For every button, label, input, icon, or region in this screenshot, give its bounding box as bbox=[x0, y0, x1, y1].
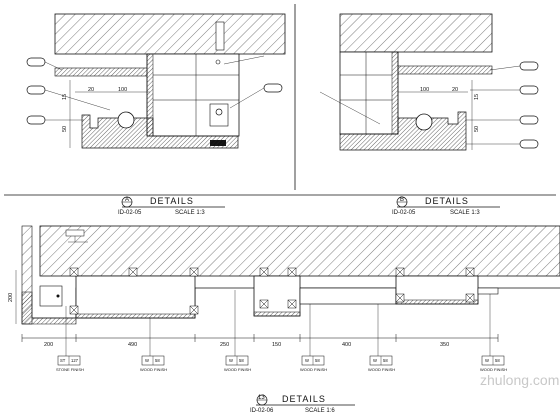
detail-b-dim-4: 50 bbox=[474, 126, 480, 132]
detail-a-dim-4: 50 bbox=[62, 126, 68, 132]
detail-13-sheet: ID-02-06 bbox=[250, 408, 274, 414]
finish-tag-4-bottom: 58 bbox=[315, 358, 320, 363]
finish-tag-6-top: W bbox=[485, 358, 489, 363]
detail-b-letter: B bbox=[400, 197, 404, 203]
finish-tag-4-top: W bbox=[305, 358, 309, 363]
finish-tag-1-label: STONE FINISH bbox=[56, 367, 84, 372]
detail-b-tag-2 bbox=[519, 85, 539, 95]
detail-b-recess bbox=[339, 51, 399, 135]
detail-a-tag-2 bbox=[26, 115, 46, 125]
finish-tag-4-label: WOOD FINISH bbox=[300, 367, 327, 372]
detail-13-dim-4: 150 bbox=[272, 342, 281, 348]
detail-13-slab bbox=[39, 225, 560, 277]
finish-tag-5-top: W bbox=[373, 358, 377, 363]
finish-tag-3-top: W bbox=[229, 358, 233, 363]
finish-tag-5-label: WOOD FINISH bbox=[368, 367, 395, 372]
finish-tag-1: ST 127 STONE FINISH bbox=[56, 355, 84, 372]
detail-13-step bbox=[299, 287, 397, 305]
detail-a-tag-4 bbox=[263, 83, 283, 93]
finish-tag-1-bottom: 127 bbox=[71, 358, 79, 363]
finish-tag-3-bottom: 58 bbox=[239, 358, 244, 363]
detail-a-dim-2: 100 bbox=[118, 87, 127, 93]
detail-b-sheet: ID-02-05 bbox=[392, 210, 416, 216]
detail-a-sheet: ID-02-05 bbox=[118, 210, 142, 216]
detail-a-ceiling-board bbox=[54, 67, 151, 77]
detail-a-title-block: A DETAILS ID-02-05 SCALE 1:3 bbox=[118, 196, 225, 216]
detail-a-title: DETAILS bbox=[150, 196, 194, 206]
finish-tag-1-top: ST bbox=[60, 358, 66, 363]
detail-b-title: DETAILS bbox=[425, 196, 469, 206]
detail-b-scale: SCALE 1:3 bbox=[450, 210, 480, 216]
detail-a-tag-1 bbox=[26, 85, 46, 95]
finish-tag-6: W 58 WOOD FINISH bbox=[480, 355, 507, 372]
detail-13-recess-3 bbox=[395, 275, 479, 305]
finish-tag-5: W 58 WOOD FINISH bbox=[368, 355, 395, 372]
detail-13-joists bbox=[69, 267, 475, 315]
detail-13-side-dim: 200 bbox=[8, 293, 14, 302]
detail-13-title: DETAILS bbox=[282, 394, 326, 404]
detail-b-tag-4 bbox=[519, 139, 539, 149]
finish-tag-6-bottom: 58 bbox=[495, 358, 500, 363]
detail-b-dim-3: 15 bbox=[474, 94, 480, 100]
detail-a-hanger-rod bbox=[215, 21, 225, 51]
detail-13-dim-6: 350 bbox=[440, 342, 449, 348]
detail-b-dim-2: 20 bbox=[452, 87, 458, 93]
detail-a-dim-1: 20 bbox=[88, 87, 94, 93]
detail-a-tag-3 bbox=[26, 57, 46, 67]
finish-tag-2-top: W bbox=[145, 358, 149, 363]
detail-b-drawing: 100 20 15 50 bbox=[319, 13, 539, 151]
detail-a-light-circle bbox=[117, 111, 135, 129]
detail-13-top-tag bbox=[65, 229, 85, 237]
detail-13-drawing: 200 200 490 250 150 400 350 ST 127 bbox=[8, 225, 560, 372]
finish-tag-2: W 58 WOOD FINISH bbox=[140, 355, 167, 372]
detail-b-tag-3 bbox=[519, 115, 539, 125]
detail-13-number: 13 bbox=[258, 395, 265, 401]
detail-13-scale: SCALE 1:6 bbox=[305, 408, 335, 414]
detail-a-drawing: 20 100 15 50 bbox=[26, 13, 286, 149]
finish-tag-3-label: WOOD FINISH bbox=[224, 367, 251, 372]
watermark: zhulong.com bbox=[480, 372, 559, 388]
finish-tag-4: W 58 WOOD FINISH bbox=[300, 355, 327, 372]
detail-a-dim-3: 15 bbox=[62, 94, 68, 100]
detail-b-ledge bbox=[339, 111, 467, 151]
finish-tag-5-bottom: 58 bbox=[383, 358, 388, 363]
detail-13-title-block: 13 DETAILS ID-02-06 SCALE 1:6 bbox=[250, 394, 355, 414]
detail-b-title-block: B DETAILS ID-02-05 SCALE 1:3 bbox=[392, 196, 500, 216]
finish-tag-2-label: WOOD FINISH bbox=[140, 367, 167, 372]
detail-13-recess-2 bbox=[253, 275, 301, 317]
finish-tag-6-label: WOOD FINISH bbox=[480, 367, 507, 372]
detail-13-recess-1 bbox=[75, 275, 196, 319]
detail-b-tag-1 bbox=[519, 61, 539, 71]
detail-b-dim-1: 100 bbox=[420, 87, 429, 93]
finish-tag-3: W 58 WOOD FINISH bbox=[224, 355, 251, 372]
finish-tag-2-bottom: 58 bbox=[155, 358, 160, 363]
detail-b-light-circle bbox=[415, 113, 433, 131]
detail-a-slab bbox=[54, 13, 286, 55]
detail-b-ceiling-board bbox=[397, 65, 493, 75]
detail-13-dim-2: 490 bbox=[128, 342, 137, 348]
detail-13-dim-3: 250 bbox=[220, 342, 229, 348]
detail-13-stone-finish bbox=[21, 291, 77, 325]
detail-13-dim-1: 200 bbox=[44, 342, 53, 348]
detail-b-slab bbox=[339, 13, 493, 53]
detail-a-letter: A bbox=[125, 197, 129, 203]
detail-a-scale: SCALE 1:3 bbox=[175, 210, 205, 216]
detail-13-dim-5: 400 bbox=[342, 342, 351, 348]
